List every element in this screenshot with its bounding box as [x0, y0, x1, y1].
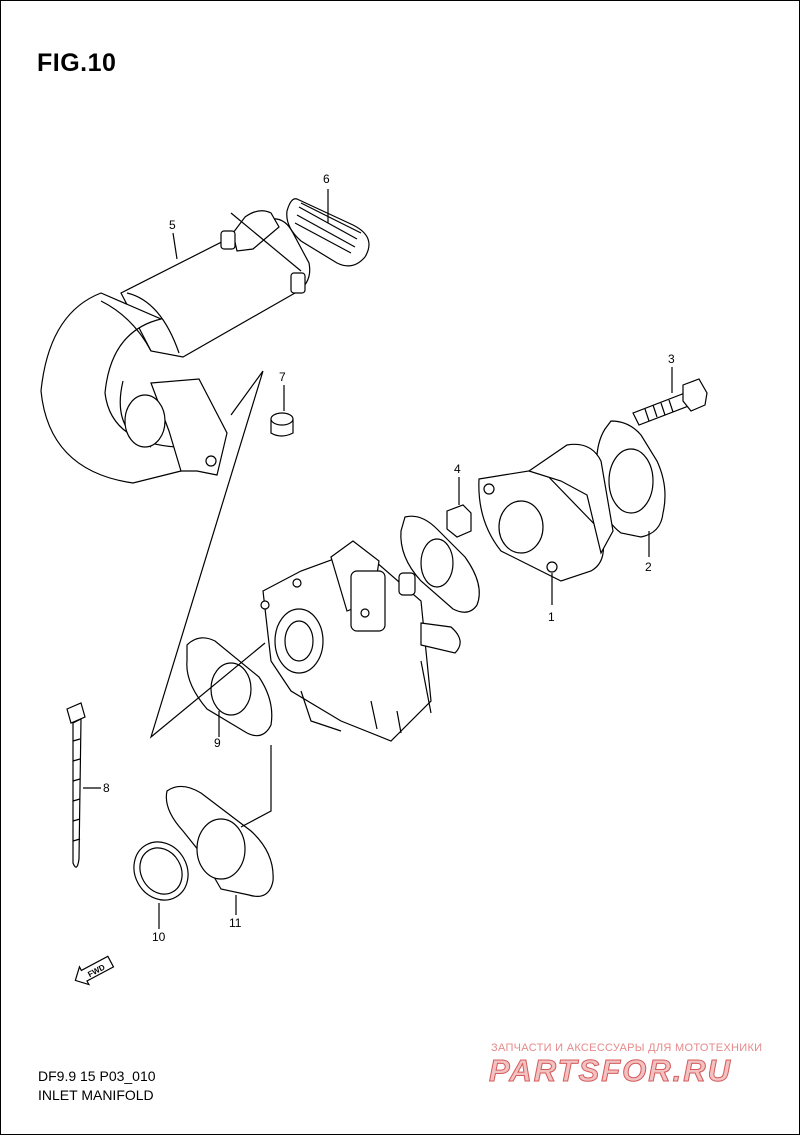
- callout-11: 11: [229, 916, 242, 930]
- callout-10: 10: [152, 930, 166, 944]
- callout-8: 8: [103, 781, 110, 795]
- part-1-inlet-manifold[interactable]: [478, 443, 614, 582]
- carburetor-assembly[interactable]: [260, 540, 461, 742]
- watermark-subtitle: ЗАПЧАСТИ И АКСЕССУАРЫ ДЛЯ МОТОТЕХНИКИ: [491, 1042, 763, 1054]
- callout-4: 4: [454, 462, 461, 476]
- callout-3: 3: [668, 352, 675, 366]
- part-7-collar[interactable]: [270, 412, 294, 437]
- part-11-gasket[interactable]: [165, 785, 274, 897]
- part-10-o-ring[interactable]: [123, 832, 198, 910]
- callout-5: 5: [169, 218, 176, 232]
- figure-title: FIG.10: [37, 49, 117, 77]
- fwd-direction-arrow: FWD: [74, 955, 115, 986]
- part-8-cable-tie[interactable]: [66, 702, 86, 868]
- part-2-gasket[interactable]: [596, 420, 666, 538]
- part-9-gasket[interactable]: [186, 637, 273, 737]
- carburetor-gasket[interactable]: [400, 515, 480, 613]
- callout-9: 9: [214, 736, 221, 750]
- section-name: INLET MANIFOLD: [38, 1087, 154, 1103]
- callout-2: 2: [645, 560, 652, 574]
- model-code: DF9.9 15 P03_010: [38, 1068, 156, 1084]
- leader-lines: [83, 189, 673, 929]
- watermark-logo: PARTSFOR.RU: [488, 1053, 733, 1089]
- callout-6: 6: [323, 172, 330, 186]
- part-3-bolt[interactable]: [632, 378, 708, 426]
- part-5-intake-silencer[interactable]: [40, 210, 311, 484]
- callout-1: 1: [548, 610, 555, 624]
- part-4-nut[interactable]: [446, 504, 472, 538]
- callout-7: 7: [279, 370, 286, 384]
